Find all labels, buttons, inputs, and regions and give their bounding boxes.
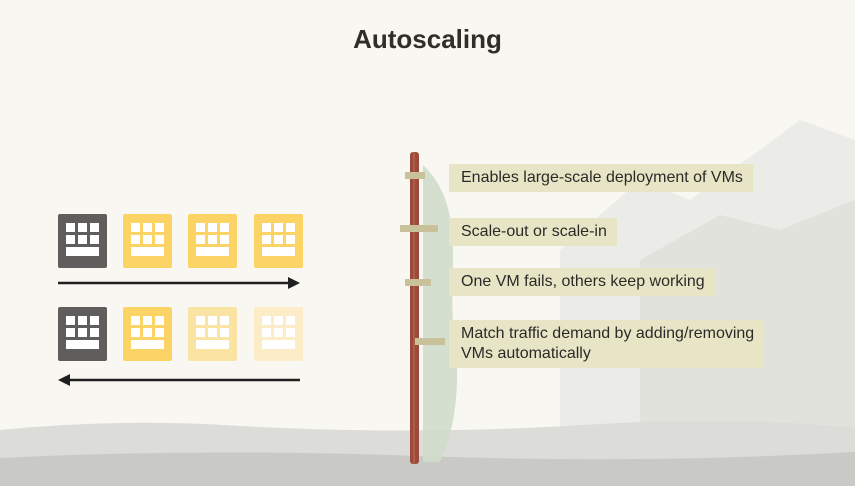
vm-icon-dark <box>58 307 107 361</box>
vm-icon-yellow <box>123 307 172 361</box>
feature-tag-scaling: Scale-out or scale-in <box>449 218 617 246</box>
vm-icon-yellow <box>254 214 303 268</box>
slide-title: Autoscaling <box>353 24 502 54</box>
tag-stub <box>400 225 438 232</box>
tag-stub <box>415 338 445 345</box>
scale-in-arrow-icon <box>58 374 300 386</box>
feature-tag-deployment: Enables large-scale deployment of VMs <box>449 164 753 192</box>
signpost-pole <box>410 152 419 464</box>
feature-tag-fault-tolerance: One VM fails, others keep working <box>449 268 715 296</box>
feature-text-line2: VMs automatically <box>461 345 591 362</box>
vm-icon-yellow-lighter <box>254 307 303 361</box>
feature-text: Enables large-scale deployment of VMs <box>461 169 743 186</box>
vm-icon-yellow <box>188 214 237 268</box>
scale-out-arrow-icon <box>58 277 300 289</box>
vm-icon-yellow <box>123 214 172 268</box>
vm-icon-dark <box>58 214 107 268</box>
feature-text-line1: Match traffic demand by adding/removing <box>461 325 755 342</box>
feature-text: Scale-out or scale-in <box>461 223 607 240</box>
vm-icon-yellow-light <box>188 307 237 361</box>
feature-text: One VM fails, others keep working <box>461 273 705 290</box>
tag-stub <box>405 279 431 286</box>
tag-stub <box>405 172 425 179</box>
feature-tag-traffic: Match traffic demand by adding/removing … <box>449 320 765 368</box>
